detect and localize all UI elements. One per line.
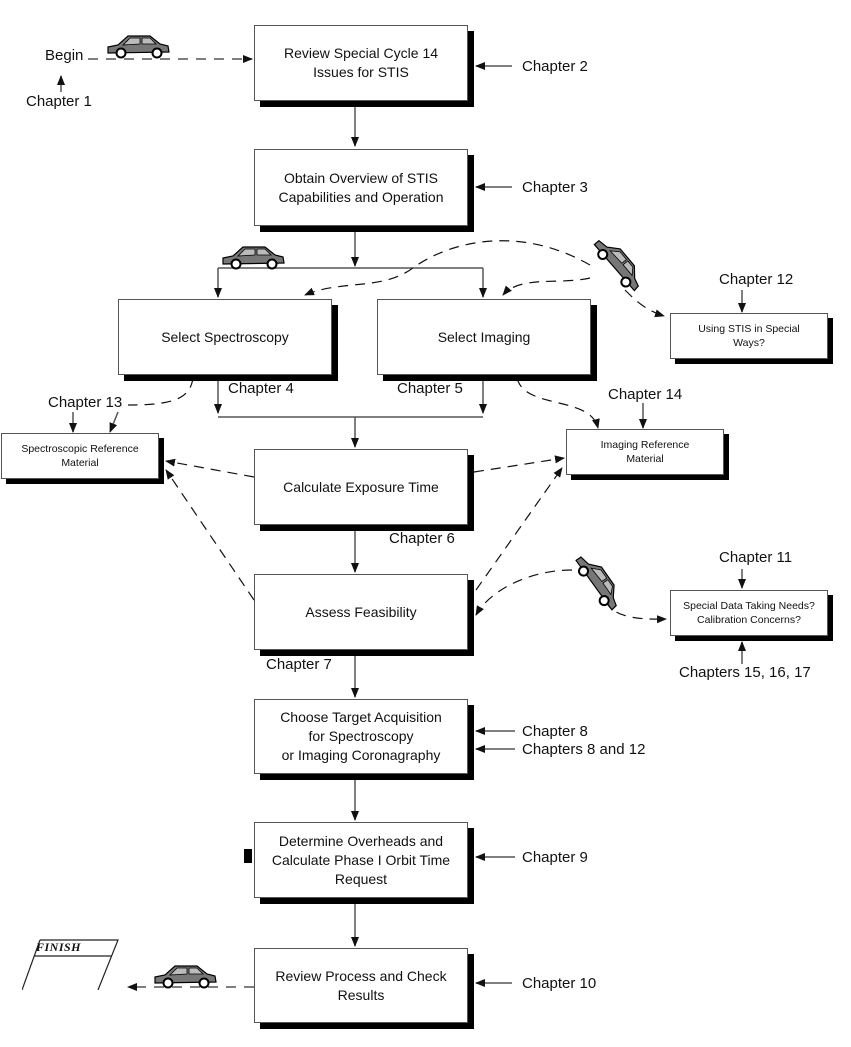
chapter7-label: Chapter 7	[266, 656, 332, 673]
chapter8-label: Chapter 8	[522, 723, 588, 740]
begin-label: Begin	[45, 47, 84, 64]
review-process-box[interactable]: Review Process and Check Results	[254, 948, 468, 1023]
overview-box[interactable]: Obtain Overview of STIS Capabilities and…	[254, 149, 468, 226]
chapter4-label: Chapter 4	[228, 380, 294, 397]
chapters-15-17-label: Chapters 15, 16, 17	[679, 664, 811, 681]
dashed-imaging-to-ref	[516, 377, 600, 429]
chapter5-label: Chapter 5	[397, 380, 463, 397]
marker-block	[244, 849, 252, 863]
special-data-box[interactable]: Special Data Taking Needs? Calibration C…	[670, 590, 828, 636]
assess-feasibility-box[interactable]: Assess Feasibility	[254, 574, 468, 650]
chapter3-label: Chapter 3	[522, 179, 588, 196]
dashed-to-feasibility	[475, 569, 573, 616]
chapter13-arrow	[109, 411, 119, 433]
overheads-box[interactable]: Determine Overheads and Calculate Phase …	[254, 822, 468, 898]
chapter11-label: Chapter 11	[719, 549, 793, 566]
select-spectroscopy-box[interactable]: Select Spectroscopy	[118, 299, 332, 375]
target-acquisition-box[interactable]: Choose Target Acquisition for Spectrosco…	[254, 699, 468, 774]
dashed-spectroscopy-to-ch13	[127, 377, 194, 406]
chapter9-label: Chapter 9	[522, 849, 588, 866]
review-issues-box[interactable]: Review Special Cycle 14 Issues for STIS	[254, 25, 468, 101]
exposure-time-box[interactable]: Calculate Exposure Time	[254, 449, 468, 525]
chapter10-label: Chapter 10	[522, 975, 597, 992]
dashed-exposure-to-specref	[165, 458, 255, 478]
imaging-reference-box[interactable]: Imaging Reference Material	[566, 429, 724, 475]
chapter1-label: Chapter 1	[26, 93, 92, 110]
select-imaging-box[interactable]: Select Imaging	[377, 299, 591, 375]
chapter2-label: Chapter 2	[522, 58, 588, 75]
car-icon	[154, 965, 217, 989]
finish-flag-icon	[22, 939, 119, 990]
dashed-to-spectroscopy	[304, 240, 591, 296]
car-icon	[593, 239, 639, 292]
chapter12-label: Chapter 12	[719, 271, 794, 288]
dashed-to-imaging	[502, 277, 591, 296]
special-ways-box[interactable]: Using STIS in Special Ways?	[670, 313, 828, 359]
dashed-feasibility-to-specref	[165, 469, 255, 601]
chapter13-label: Chapter 13	[48, 394, 123, 411]
chapter14-label: Chapter 14	[608, 386, 683, 403]
finish-label: FINISH	[36, 940, 82, 954]
car-icon	[575, 556, 617, 611]
chapters-8-12-label: Chapters 8 and 12	[522, 741, 646, 758]
dashed-feasibility-to-imgref	[475, 467, 563, 591]
car-icon	[222, 246, 285, 270]
dashed-exposure-to-imgref	[473, 455, 565, 473]
chapter6-label: Chapter 6	[389, 530, 455, 547]
spectroscopic-reference-box[interactable]: Spectroscopic Reference Material	[1, 433, 159, 479]
car-icon	[107, 35, 170, 59]
dashed-to-special-ways	[624, 289, 665, 318]
